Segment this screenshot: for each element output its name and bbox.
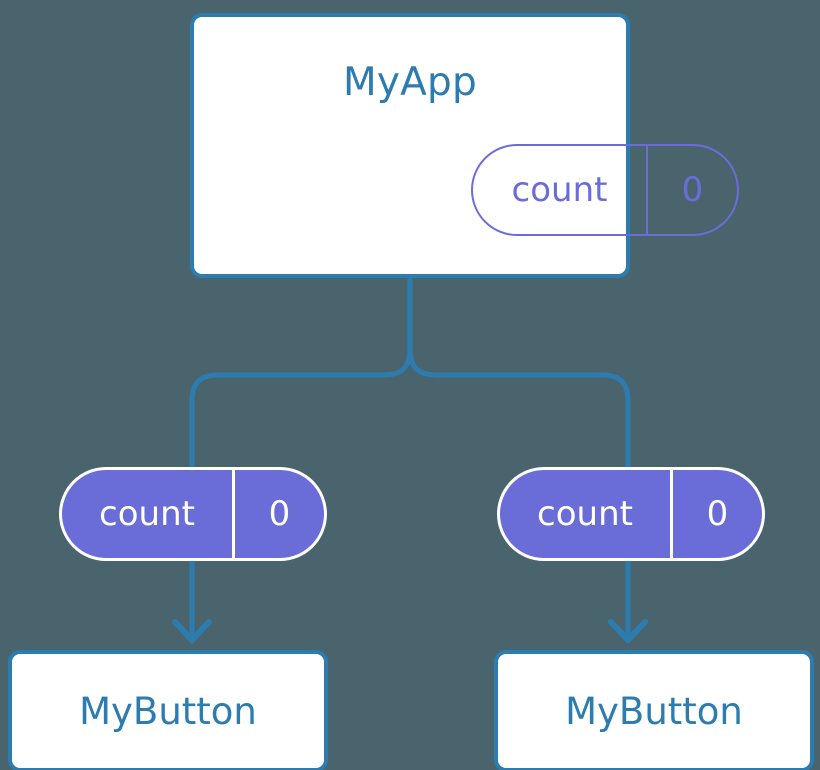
component-card-mybutton-left[interactable]: MyButton <box>8 650 328 770</box>
state-pill-child-left[interactable]: count 0 <box>59 467 327 561</box>
state-pill-key: count <box>511 170 608 210</box>
state-pill-key: count <box>99 494 195 534</box>
state-pill-value: 0 <box>232 470 324 558</box>
connector-split-branch-right <box>407 345 631 470</box>
component-card-myapp[interactable]: MyApp count 0 <box>190 13 739 278</box>
state-pill-key: count <box>537 494 633 534</box>
arrowhead-right-icon <box>608 619 648 643</box>
state-pill-value: 0 <box>646 146 737 234</box>
arrowhead-left-icon <box>172 619 212 643</box>
component-card-mybutton-right[interactable]: MyButton <box>494 650 814 770</box>
connector-split-branch-left <box>189 345 413 470</box>
state-pill-child-right[interactable]: count 0 <box>497 467 765 561</box>
state-pill-myapp[interactable]: count 0 <box>471 144 739 236</box>
state-pill-value: 0 <box>670 470 762 558</box>
component-title-myapp: MyApp <box>343 60 477 105</box>
component-title-mybutton: MyButton <box>79 689 257 733</box>
component-title-mybutton: MyButton <box>565 689 743 733</box>
